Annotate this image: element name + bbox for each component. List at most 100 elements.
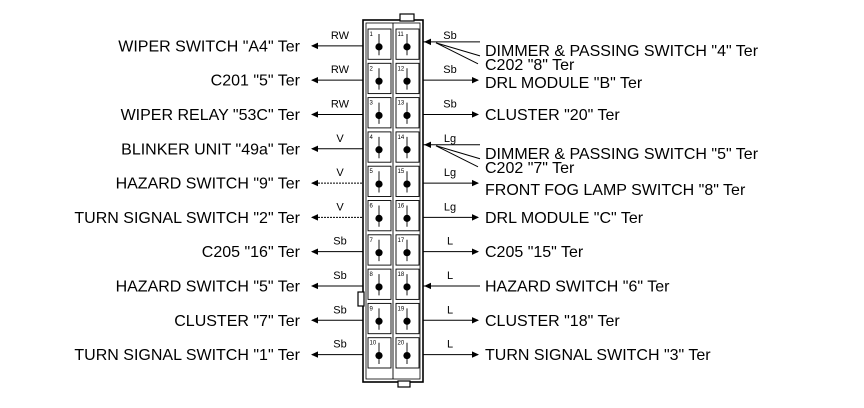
terminal-label: CLUSTER "7" Ter [174, 313, 300, 330]
arrow-icon [424, 282, 431, 290]
terminal-label: C205 "15" Ter [485, 244, 584, 261]
wire-color-code: L [447, 270, 453, 282]
wire-color-code: Lg [444, 167, 456, 179]
arrow-icon [472, 248, 479, 255]
pin-cavity [395, 268, 420, 300]
terminal-label: BLINKER UNIT "49a" Ter [121, 141, 301, 158]
terminal-label: TURN SIGNAL SWITCH "3" Ter [485, 347, 711, 364]
wire-color-code: RW [331, 30, 350, 42]
arrow-icon [472, 214, 479, 221]
pin-number: 12 [398, 66, 405, 72]
arrow-icon [472, 111, 479, 118]
arrow-icon [311, 351, 318, 358]
terminal-dot [403, 317, 411, 325]
pin-cavity [395, 234, 420, 266]
pin-number: 19 [398, 306, 405, 312]
terminal-label: DRL MODULE "B" Ter [485, 75, 643, 92]
terminal-label: FRONT FOG LAMP SWITCH "8" Ter [485, 182, 746, 199]
terminal-label: DIMMER & PASSING SWITCH "4" Ter [485, 43, 759, 60]
terminal-dot [403, 180, 411, 188]
pin-cavity [367, 337, 392, 369]
pin-number: 3 [370, 101, 374, 107]
terminal-label: DIMMER & PASSING SWITCH "5" Ter [485, 146, 759, 163]
pin-number: 1 [370, 32, 374, 38]
wire-color-code: Sb [443, 30, 456, 42]
pin-cavity [367, 131, 392, 163]
arrow-icon [472, 317, 479, 324]
terminal-dot [375, 214, 383, 222]
arrow-icon [311, 317, 318, 324]
pin-cavity [395, 337, 420, 369]
terminal-dot [375, 77, 383, 85]
wire-color-code: V [336, 167, 344, 179]
arrow-icon [311, 42, 318, 50]
pin-number: 15 [398, 169, 405, 175]
arrow-icon [311, 214, 318, 221]
pin-number: 6 [370, 204, 374, 210]
terminal-dot [403, 111, 411, 120]
pin-number: 7 [370, 238, 374, 244]
terminal-label: CLUSTER "20" Ter [485, 107, 620, 124]
wire-color-code: Sb [333, 270, 346, 282]
pin-number: 17 [398, 238, 405, 244]
pin-cavity [367, 28, 392, 60]
pin-cavity [395, 165, 420, 197]
pin-cavity [367, 302, 392, 335]
pin-number: 10 [370, 341, 377, 347]
pin-cavity [367, 200, 392, 232]
arrow-icon [311, 248, 318, 255]
terminal-label: HAZARD SWITCH "5" Ter [116, 278, 301, 295]
terminal-label: WIPER SWITCH "A4" Ter [118, 38, 300, 55]
wire-color-code: V [336, 133, 344, 145]
pin-number: 13 [398, 101, 405, 107]
pin-cavity [367, 62, 392, 95]
arrow-icon [424, 38, 431, 46]
splice-lead [435, 145, 481, 160]
splice-lead [435, 42, 481, 57]
pin-cavity [367, 234, 392, 266]
terminal-label-secondary: C202 "7" Ter [485, 160, 575, 177]
wire-color-code: Sb [333, 339, 346, 351]
splice-lead [435, 145, 479, 168]
pin-number: 9 [370, 306, 374, 312]
arrow-icon [311, 76, 318, 84]
pin-cavity [395, 131, 420, 163]
terminal-dot [403, 43, 411, 51]
pin-cavity [367, 97, 392, 129]
terminal-label-secondary: C202 "8" Ter [485, 57, 575, 74]
arrow-icon [472, 351, 479, 358]
pin-cavity [395, 302, 420, 335]
pin-number: 20 [398, 341, 405, 347]
terminal-dot [375, 146, 383, 154]
wire-color-code: L [447, 339, 453, 351]
pin-number: 11 [398, 32, 405, 38]
pin-number: 18 [398, 272, 405, 278]
pin-cavity [367, 268, 392, 300]
connector-bottom-tab [397, 380, 411, 388]
wire-color-code: Lg [444, 201, 456, 213]
wire-color-code: RW [331, 64, 350, 76]
left-connection-row: RW WIPER SWITCH "A4" Ter [118, 30, 363, 55]
terminal-dot [375, 180, 383, 188]
wire-color-code: Sb [333, 304, 346, 316]
connector-top-tab [399, 13, 415, 22]
arrow-icon [472, 76, 479, 84]
arrow-icon [311, 111, 318, 118]
terminal-label: TURN SIGNAL SWITCH "2" Ter [74, 210, 300, 227]
terminal-dot [375, 249, 383, 257]
terminal-label: WIPER RELAY "53C" Ter [121, 107, 301, 124]
wire-color-code: Sb [443, 64, 456, 76]
terminal-dot [375, 283, 383, 291]
